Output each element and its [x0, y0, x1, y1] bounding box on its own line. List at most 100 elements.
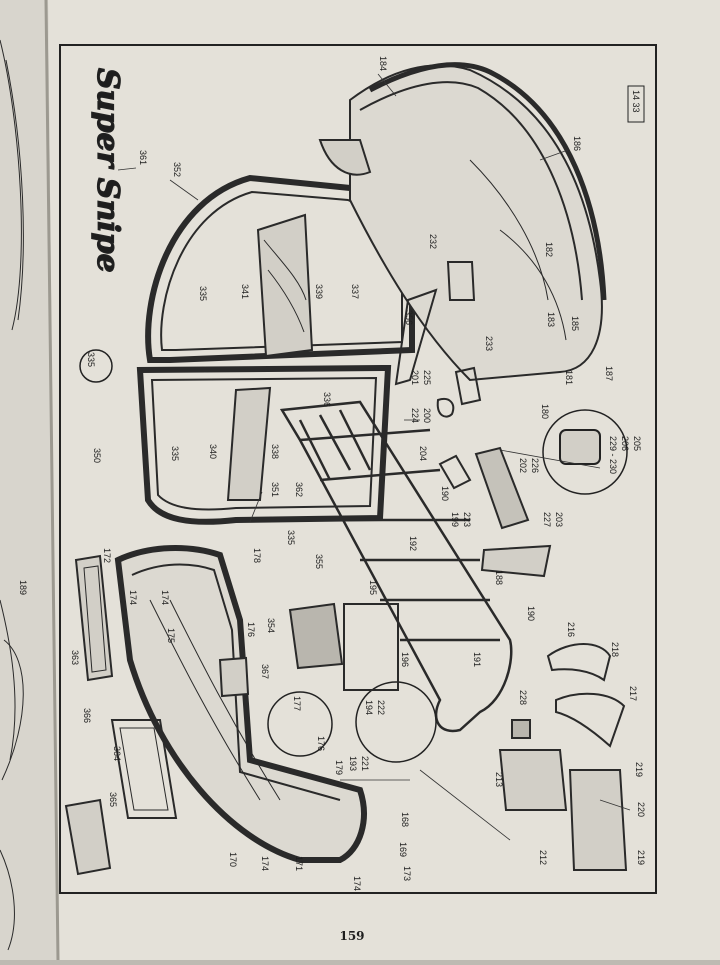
label-339: 339	[314, 284, 324, 299]
label-187: 187	[604, 366, 614, 381]
label-175: 175	[166, 628, 176, 643]
label-180: 180	[540, 404, 550, 419]
hood-frame	[279, 400, 513, 733]
label-218: 218	[610, 642, 620, 657]
detail-circle-222	[355, 681, 437, 763]
label-194: 194	[364, 700, 374, 715]
label-179: 179	[334, 760, 344, 775]
label-186: 186	[572, 136, 582, 151]
label-206: 206	[620, 436, 630, 451]
label-233: 233	[484, 336, 494, 351]
label-203: 203	[554, 512, 564, 527]
detail-circle-335	[79, 349, 113, 383]
back-window	[64, 719, 178, 876]
front-hood-panel	[114, 545, 367, 863]
label-224: 224	[410, 408, 420, 423]
label-232: 232	[428, 234, 438, 249]
label-364: 364	[112, 746, 122, 761]
label-174-c: 174	[260, 856, 270, 871]
label-335: 335	[198, 286, 208, 301]
label-350: 350	[92, 448, 102, 463]
label-204: 204	[418, 446, 428, 461]
svg-text:Super Snipe: Super Snipe	[90, 68, 125, 273]
super-snipe-logo: Super Snipe	[89, 67, 125, 273]
label-363: 363	[70, 650, 80, 665]
left-page-number: 189	[18, 580, 28, 595]
label-171: 171	[294, 856, 304, 871]
label-195: 195	[368, 580, 378, 595]
hood-assembly	[318, 62, 607, 382]
label-227: 227	[542, 512, 552, 527]
label-177: 177	[292, 696, 302, 711]
label-190-b: 190	[526, 606, 536, 621]
label-181: 181	[564, 370, 574, 385]
label-188: 188	[494, 570, 504, 585]
label-173: 173	[402, 866, 412, 881]
label-365: 365	[108, 792, 118, 807]
label-225: 225	[422, 370, 432, 385]
label-220: 220	[636, 802, 646, 817]
label-213: 213	[494, 772, 504, 787]
part-labels: 361 352 335 341 339 337 356 232 233 184 …	[70, 56, 646, 891]
label-335-b: 335	[170, 446, 180, 461]
label-212: 212	[538, 850, 548, 865]
label-337: 337	[350, 284, 360, 299]
label-351: 351	[270, 482, 280, 497]
label-205: 205	[632, 436, 642, 451]
label-336: 336	[322, 392, 332, 407]
label-176: 176	[246, 622, 256, 637]
label-178: 178	[252, 548, 262, 563]
label-361: 361	[138, 150, 148, 165]
detail-circle-205	[542, 409, 628, 495]
label-201: 201	[410, 370, 420, 385]
fastener-detail	[559, 429, 601, 465]
label-228: 228	[518, 690, 528, 705]
label-216: 216	[566, 622, 576, 637]
label-338: 338	[270, 444, 280, 459]
front-door-frame	[136, 364, 392, 525]
label-192: 192	[408, 536, 418, 551]
label-221: 221	[360, 756, 370, 771]
detail-circle-177	[267, 691, 333, 757]
leader-lines	[117, 73, 631, 841]
label-182: 182	[544, 242, 554, 257]
label-355: 355	[314, 554, 324, 569]
label-366: 366	[82, 708, 92, 723]
label-174-b: 174	[160, 590, 170, 605]
label-340: 340	[208, 444, 218, 459]
label-199: 199	[450, 512, 460, 527]
label-226: 226	[530, 458, 540, 473]
label-223: 223	[462, 512, 472, 527]
label-200: 200	[422, 408, 432, 423]
label-193: 193	[348, 756, 358, 771]
label-354: 354	[266, 618, 276, 633]
label-183: 183	[546, 312, 556, 327]
small-parts	[218, 261, 628, 871]
label-356: 356	[404, 310, 414, 325]
label-174-a: 174	[128, 590, 138, 605]
left-page-partial-drawing	[0, 39, 24, 951]
page-number: 159	[339, 929, 364, 943]
label-174-d: 174	[352, 876, 362, 891]
label-190: 190	[440, 486, 450, 501]
label-229-230: 229 - 230	[608, 436, 618, 474]
label-335-d: 335	[86, 352, 96, 367]
plate-number: 14 33	[631, 90, 641, 113]
label-184: 184	[378, 56, 388, 71]
rear-screen	[74, 554, 114, 682]
plate-number-box: 14 33	[627, 85, 645, 123]
label-217: 217	[628, 686, 638, 701]
label-168: 168	[400, 812, 410, 827]
label-196: 196	[400, 652, 410, 667]
label-352: 352	[172, 162, 182, 177]
label-169: 169	[398, 842, 408, 857]
label-341: 341	[240, 284, 250, 299]
plate-border	[59, 44, 657, 894]
label-219-b: 219	[636, 850, 646, 865]
label-202: 202	[518, 458, 528, 473]
label-367: 367	[260, 664, 270, 679]
label-335-c: 335	[286, 530, 296, 545]
label-362: 362	[294, 482, 304, 497]
